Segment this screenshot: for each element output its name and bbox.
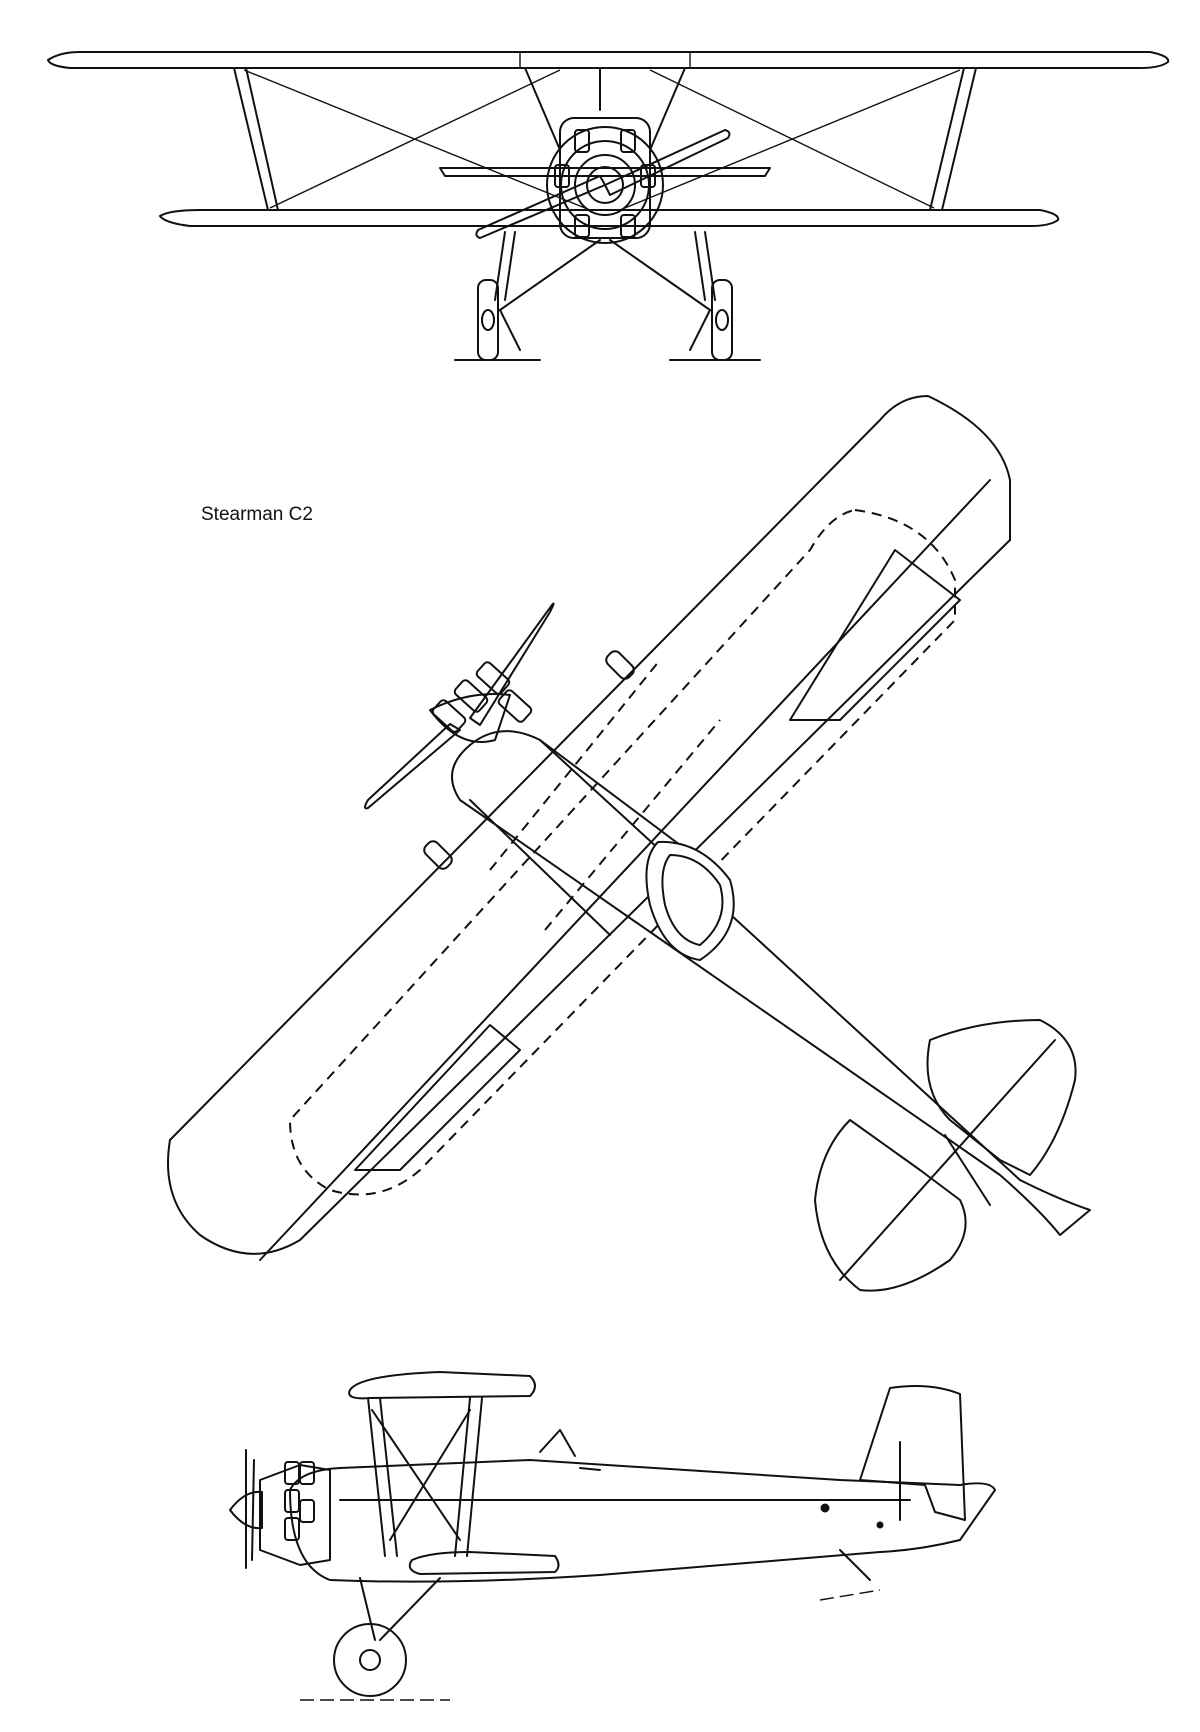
side-view <box>229 1371 996 1701</box>
front-view <box>47 51 1170 361</box>
plan-view <box>167 395 1091 1292</box>
aircraft-caption: Stearman C2 <box>201 504 313 525</box>
